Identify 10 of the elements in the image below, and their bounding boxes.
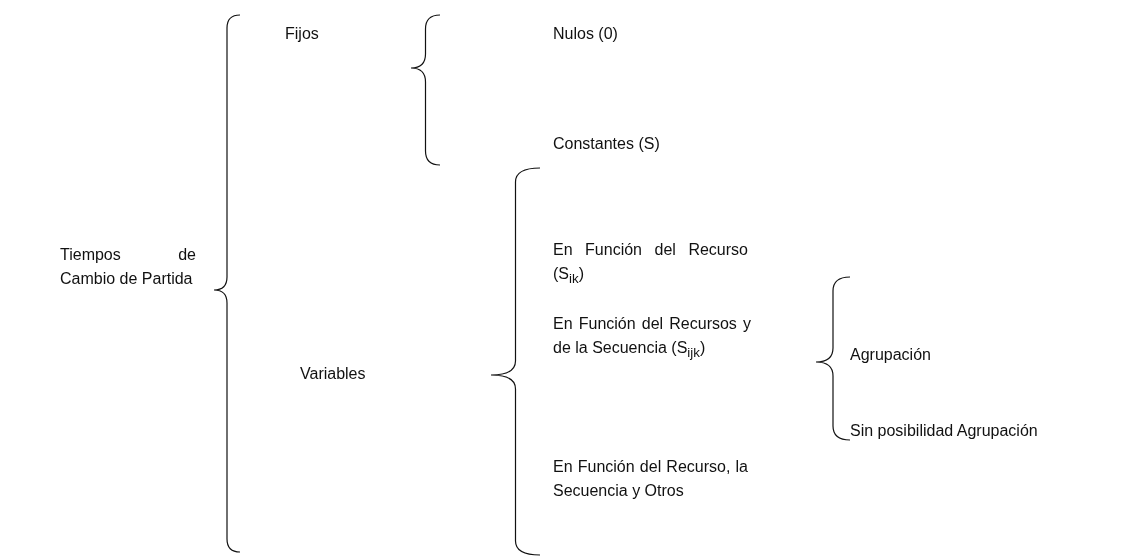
node-label: Constantes (S)	[553, 134, 660, 154]
node-label: Nulos (0)	[553, 24, 618, 44]
node-label: En Función del Recurso, la Secuencia y Otros	[553, 457, 748, 501]
node-label: En Función del Recurso (S$_{ik}$)	[553, 240, 748, 289]
node-label: Sin posibilidad Agrupación	[850, 421, 1038, 441]
node-label: Variables	[300, 364, 366, 384]
node-label: Fijos	[285, 24, 319, 44]
node-label: En Función del Recursos y de la Secuencia (S$_{ijk}$)	[553, 314, 751, 363]
node-label: Tiempos de Cambio de Partida	[60, 245, 196, 289]
node-label: Agrupación	[850, 345, 931, 365]
